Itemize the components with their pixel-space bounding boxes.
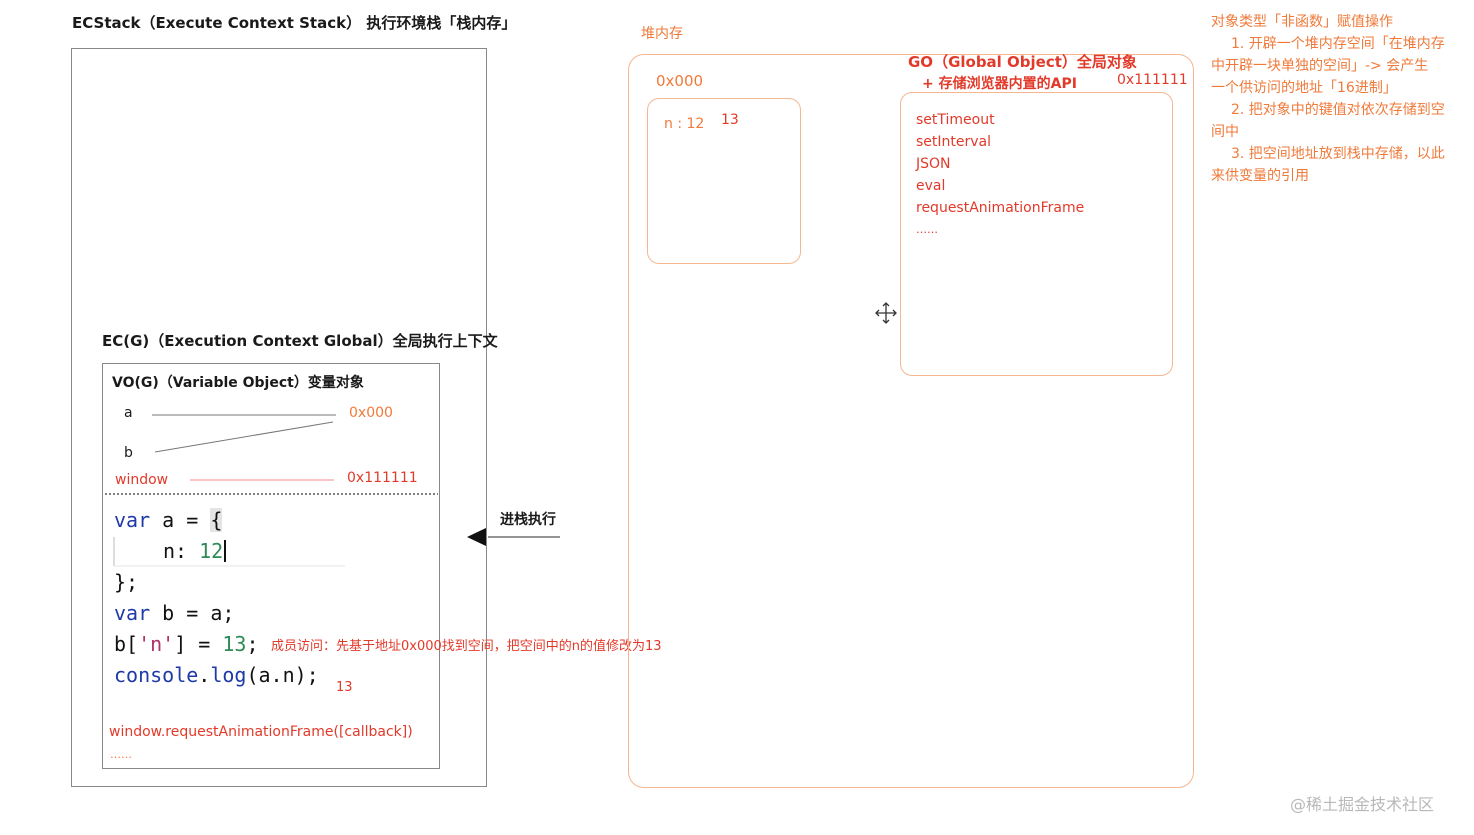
ecg-title: EC(G)（Execution Context Global）全局执行上下文 — [102, 332, 498, 350]
obj-prop: n : 12 — [664, 116, 705, 132]
code-line-2: n: 12 — [163, 539, 227, 563]
stack-title: ECStack（Execute Context Stack） 执行环境栈「栈内存… — [72, 14, 517, 32]
go-item: …… — [916, 223, 938, 236]
line-b — [154, 421, 334, 453]
stack-frame — [71, 48, 487, 787]
go-box — [900, 92, 1173, 376]
notes-line: 一个供访问的地址「16进制」 — [1211, 80, 1397, 96]
var-b: b — [124, 445, 133, 461]
notes-line: 间中 — [1211, 124, 1239, 140]
enter-stack-label: 进栈执行 — [500, 512, 556, 528]
go-item: JSON — [916, 156, 951, 172]
notes-line: 中开辟一块单独的空间」-> 会产生 — [1211, 58, 1429, 74]
go-subtitle: + 存储浏览器内置的API — [922, 76, 1077, 92]
go-title: GO（Global Object）全局对象 — [908, 53, 1137, 71]
addr-window: 0x111111 — [347, 470, 418, 486]
code-line-1: var a = { — [114, 508, 223, 532]
notes-line: 2. 把对象中的键值对依次存储到空 — [1231, 102, 1445, 118]
heap-title: 堆内存 — [641, 26, 683, 42]
var-a: a — [124, 405, 133, 421]
callback-line: window.requestAnimationFrame([callback]) — [109, 724, 413, 740]
move-cursor-icon — [875, 302, 897, 324]
addr-a: 0x000 — [349, 405, 393, 421]
obj-new-value: 13 — [721, 112, 739, 128]
go-item: eval — [916, 178, 946, 194]
go-item-list: setTimeout setInterval JSON eval request… — [916, 109, 1084, 241]
notes-line: 来供变量的引用 — [1211, 168, 1309, 184]
var-window: window — [115, 472, 169, 488]
notes-body: 1. 开辟一个堆内存空间「在堆内存 中开辟一块单独的空间」-> 会产生 一个供访… — [1211, 33, 1445, 187]
watermark: @稀土掘金技术社区 — [1290, 795, 1435, 814]
ecg-box — [102, 363, 440, 769]
vo-title: VO(G)（Variable Object）变量对象 — [112, 375, 364, 391]
go-item: setTimeout — [916, 112, 995, 128]
notes-title: 对象类型「非函数」赋值操作 — [1211, 14, 1393, 30]
heap-frame — [628, 54, 1194, 788]
console-result: 13 — [336, 680, 353, 695]
code-line-6: console.log(a.n); — [114, 663, 319, 687]
obj-box — [647, 98, 801, 264]
go-item: setInterval — [916, 134, 992, 150]
code-line-3: }; — [114, 570, 139, 594]
obj-address: 0x000 — [656, 72, 704, 90]
notes-line: 1. 开辟一个堆内存空间「在堆内存 — [1231, 36, 1445, 52]
code-line-4: var b = a; — [114, 601, 235, 625]
go-item: requestAnimationFrame — [916, 200, 1085, 216]
go-address: 0x111111 — [1117, 72, 1188, 88]
member-access-note: 成员访问：先基于地址0x000找到空间，把空间中的n的值修改为13 — [271, 639, 662, 654]
stack-dots: …… — [110, 748, 132, 761]
notes-line: 3. 把空间地址放到栈中存储，以此 — [1231, 146, 1445, 162]
enter-arrow-head — [467, 528, 486, 546]
code-line-5: b['n'] = 13; — [114, 632, 259, 656]
